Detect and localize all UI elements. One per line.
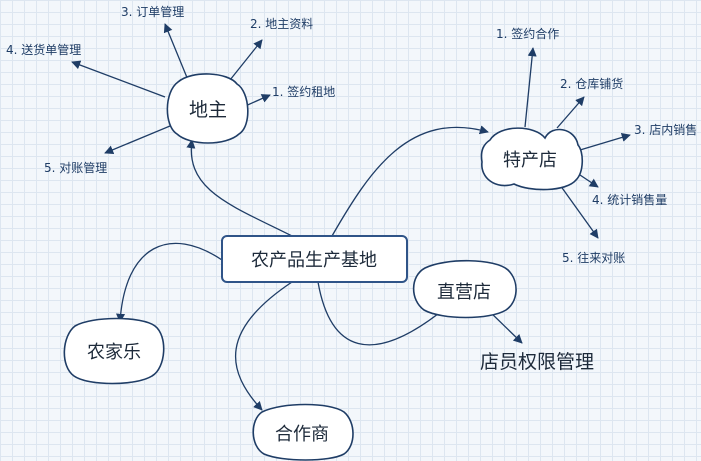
edge-landlord-item5 [104,125,171,155]
partner-label: 合作商 [275,424,329,445]
landlord-item-sign-lease: 1. 签约租地 [272,84,335,99]
farmhouse-label: 农家乐 [87,342,141,363]
store-item-accounts: 5. 往来对账 [562,250,625,265]
edge-center-store [331,125,489,237]
edge-center-landlord [186,139,293,237]
landlord-item-reconcile: 5. 对账管理 [44,160,107,175]
center-node: 农产品生产基地 [221,235,408,283]
landlord-label: 地主 [189,99,227,121]
store-item-stocking: 2. 仓库铺货 [560,76,623,91]
node-partner: 合作商 [252,403,354,461]
edge-center-direct [317,281,449,346]
store-item-sales: 3. 店内销售 [634,122,697,137]
edge-center-partner [234,281,293,411]
node-direct: 直营店 [412,259,517,319]
center-label: 农产品生产基地 [251,250,377,271]
node-landlord: 地主 [166,73,249,144]
direct-item-permissions: 店员权限管理 [480,351,594,373]
edge-store-item4 [576,172,599,188]
landlord-item-profile: 2. 地主资料 [250,17,313,31]
edge-store-item3 [579,132,631,151]
landlord-item-orders: 3. 订单管理 [121,4,184,19]
edge-center-farmhouse [115,242,223,323]
store-label: 特产店 [503,150,557,171]
edge-landlord-item4 [71,60,166,98]
direct-label: 直营店 [437,282,491,303]
edge-store-item5 [559,184,599,239]
edge-store-item1 [524,47,537,128]
edge-landlord-item3 [163,23,189,81]
node-farmhouse: 农家乐 [63,317,165,385]
store-item-statistics: 4. 统计销售量 [592,192,667,207]
store-item-contract: 1. 签约合作 [496,26,559,41]
landlord-item-delivery: 4. 送货单管理 [6,42,81,57]
node-store: 特产店 [480,127,584,191]
edge-store-item2 [556,96,585,129]
edge-landlord-item2 [229,39,263,81]
